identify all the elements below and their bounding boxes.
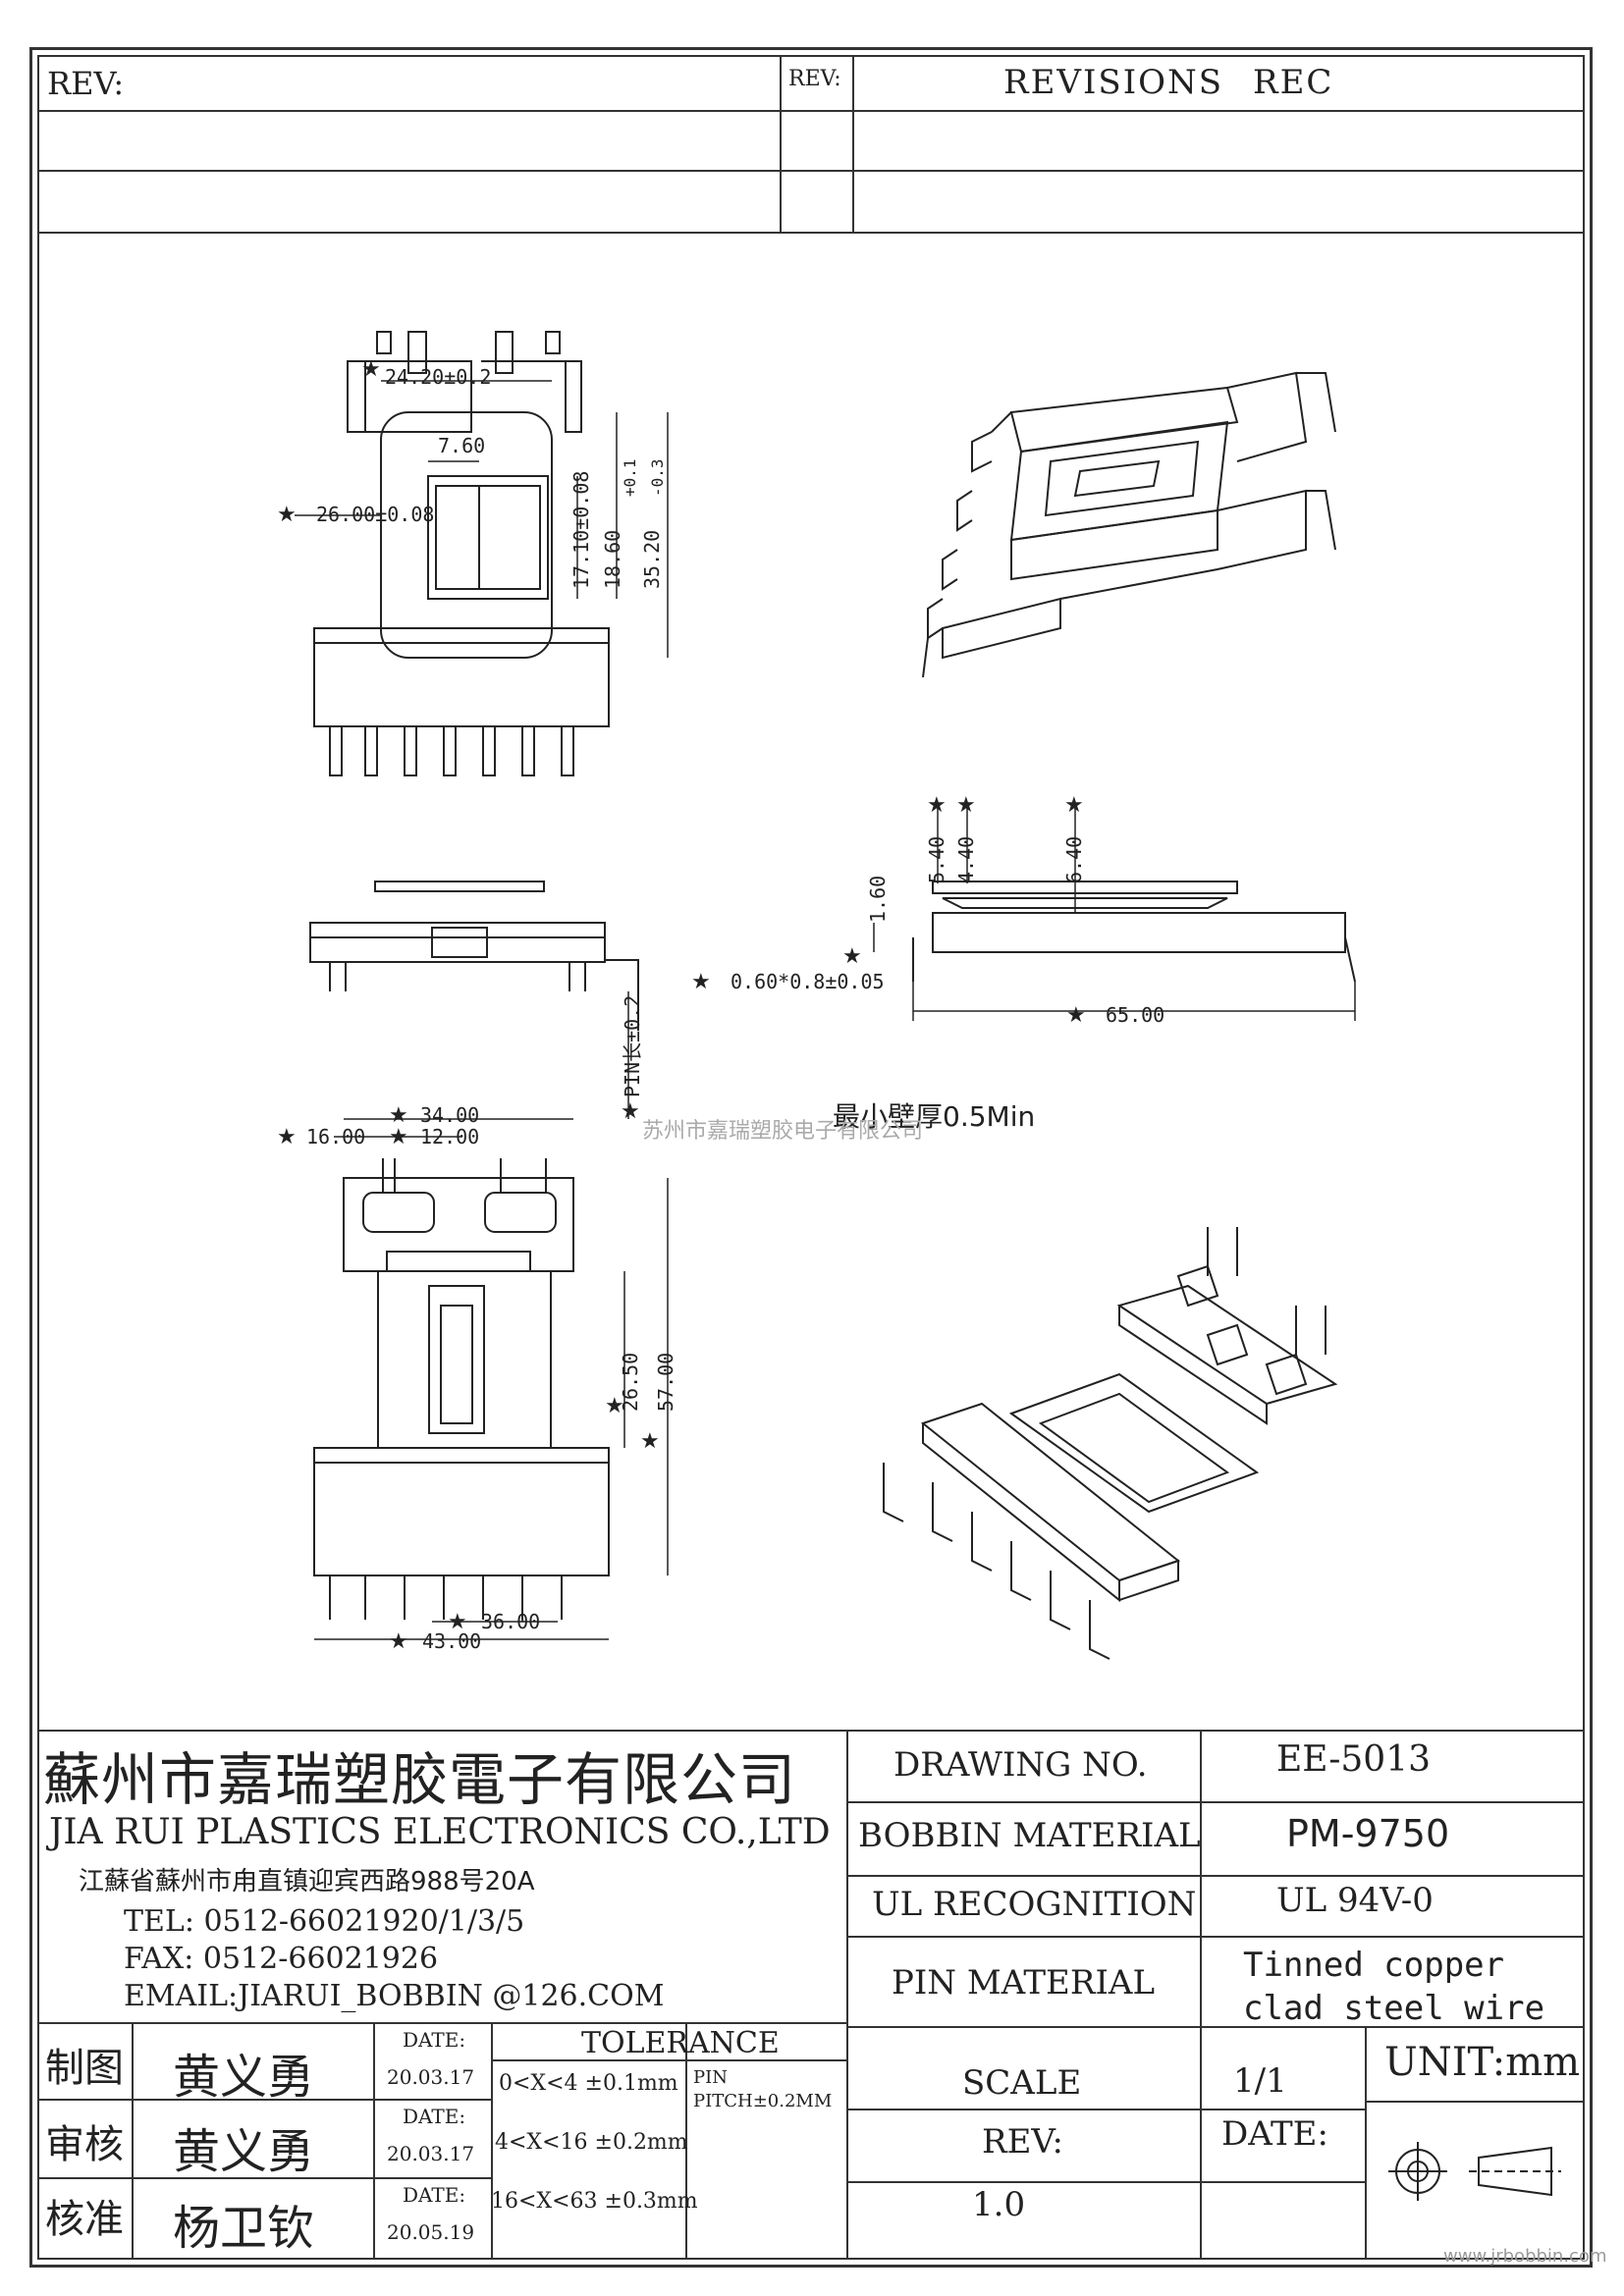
signoff-date-label-approve: DATE: (403, 2183, 466, 2207)
company-address: 江蘇省蘇州市甪直镇迎宾西路988号20A (79, 1867, 535, 1896)
bobbin-material-value: PM-9750 (1286, 1812, 1450, 1855)
signoff-date-label-check: DATE: (403, 2105, 466, 2128)
signoff-name-draw: 黄义勇 (173, 2050, 315, 2105)
bobbin-material-label: BOBBIN MATERIAL (858, 1816, 1201, 1855)
star-marker: ★ (277, 503, 297, 527)
dim-pin-size: 0.60*0.8±0.05 (731, 970, 885, 993)
ul-recognition-value: UL 94V-0 (1276, 1881, 1434, 1920)
star-marker: ★ (842, 944, 862, 969)
tolerance-row-2: 4<X<16 ±0.2mm (495, 2130, 688, 2155)
min-wall-note: 最小壁厚0.5Min (833, 1100, 1036, 1133)
signoff-date-draw: 20.03.17 (387, 2065, 475, 2089)
signoff-date-check: 20.03.17 (387, 2142, 475, 2165)
rev-label-bottom: REV: (982, 2122, 1064, 2162)
inner-frame (37, 55, 1585, 2260)
pin-material-value-2: clad steel wire (1243, 1989, 1545, 2028)
star-marker: ★ (621, 1099, 640, 1124)
ul-recognition-label: UL RECOGNITION (872, 1885, 1197, 1924)
company-name-en: JIA RUI PLASTICS ELECTRONICS CO.,LTD (49, 1812, 831, 1852)
rec-label: REC (1253, 63, 1334, 102)
dim-top-26-00: 26.00±0.08 (316, 503, 435, 526)
signoff-date-approve: 20.05.19 (387, 2220, 475, 2244)
date-label-bottom: DATE: (1221, 2114, 1328, 2154)
signoff-name-check: 黄义勇 (173, 2124, 315, 2179)
signoff-role-approve: 核准 (45, 2197, 124, 2242)
signoff-role-draw: 制图 (45, 2046, 124, 2091)
rev-label: REV: (47, 65, 125, 102)
scale-value: 1/1 (1233, 2061, 1287, 2101)
rev-value: 1.0 (972, 2185, 1026, 2224)
dim-front-16-00: 16.00 (306, 1125, 366, 1148)
star-marker: ★ (277, 1125, 297, 1149)
dim-side-65-00: 65.00 (1106, 1003, 1165, 1027)
company-name-cn: 蘇州市嘉瑞塑胶電子有限公司 (43, 1746, 797, 1813)
revisions-label: REVISIONS (1003, 63, 1224, 102)
pin-material-label: PIN MATERIAL (892, 1963, 1156, 2002)
dim-front-43-00: 43.00 (422, 1629, 482, 1653)
watermark-text: 苏州市嘉瑞塑胶电子有限公司 (642, 1119, 924, 1144)
signoff-date-label-draw: DATE: (403, 2028, 466, 2052)
star-marker: ★ (605, 1394, 624, 1418)
star-marker: ★ (1066, 1003, 1086, 1028)
star-marker: ★ (389, 1125, 408, 1149)
company-fax: FAX: 0512-66021926 (124, 1942, 439, 1976)
scale-label: SCALE (962, 2063, 1082, 2103)
tolerance-row-1: 0<X<4 ±0.1mm (499, 2071, 678, 2096)
dim-top-24-20: 24.20±0.2 (385, 365, 492, 389)
star-marker: ★ (956, 793, 976, 818)
dim-front-12-00: 12.00 (420, 1125, 480, 1148)
unit-label: UNIT:mm (1384, 2040, 1581, 2085)
dim-front-36-00: 36.00 (481, 1610, 541, 1633)
star-marker: ★ (1064, 793, 1084, 818)
star-marker: ★ (448, 1610, 467, 1634)
drawing-no-value: EE-5013 (1276, 1739, 1432, 1780)
signoff-role-check: 审核 (45, 2122, 124, 2167)
star-marker: ★ (389, 1103, 408, 1128)
star-marker: ★ (927, 793, 947, 818)
tolerance-pin-pitch: PITCH±0.2MM (693, 2091, 833, 2111)
signoff-name-approve: 杨卫钦 (173, 2201, 315, 2256)
rev-label-2: REV: (788, 67, 841, 91)
outer-frame (29, 47, 1593, 2268)
tolerance-row-3: 16<X<63 ±0.3mm (491, 2189, 698, 2214)
star-marker: ★ (640, 1429, 660, 1454)
pin-material-value-1: Tinned copper (1243, 1946, 1505, 1985)
company-tel: TEL: 0512-66021920/1/3/5 (124, 1904, 525, 1939)
star-marker: ★ (389, 1629, 408, 1654)
footer-url: www.jrbobbin.com (1443, 2246, 1607, 2267)
company-email: EMAIL:JIARUI_BOBBIN @126.COM (124, 1979, 665, 2013)
star-marker: ★ (691, 970, 711, 994)
dim-front-34-00: 34.00 (420, 1103, 480, 1127)
drawing-no-label: DRAWING NO. (893, 1745, 1148, 1785)
projection-symbol-icon (1388, 2142, 1561, 2201)
tolerance-pin-label: PIN (693, 2067, 728, 2088)
star-marker: ★ (361, 357, 381, 382)
dim-top-7-60: 7.60 (438, 434, 486, 457)
tolerance-title: TOLERANCE (581, 2026, 780, 2060)
